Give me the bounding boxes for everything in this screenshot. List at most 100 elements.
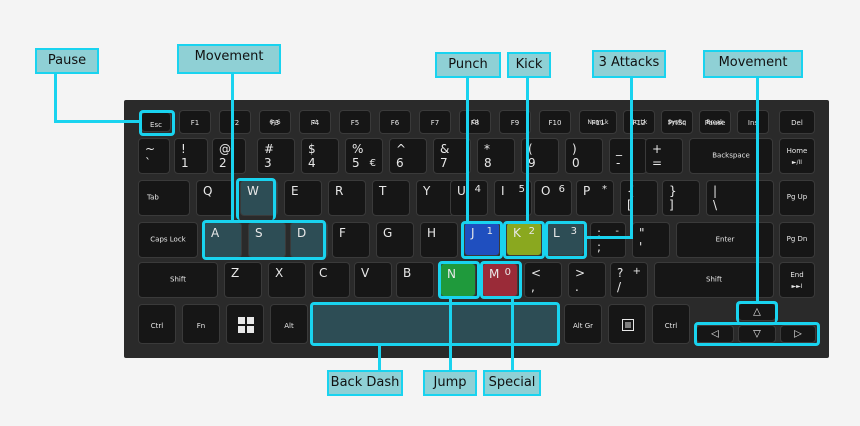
key-comma: <, xyxy=(524,262,562,298)
key-label: E xyxy=(291,184,299,198)
key-label: ( xyxy=(528,142,533,156)
key-f7: F7 xyxy=(419,110,451,134)
key-f1: F1 xyxy=(179,110,211,134)
key-label: Home xyxy=(786,147,808,155)
key-sublabel: 2 xyxy=(528,226,535,237)
key-label: V xyxy=(361,266,370,280)
key-z: Z xyxy=(224,262,262,298)
key-label: 1 xyxy=(181,156,189,170)
key-label: S xyxy=(255,226,263,240)
key-label: , xyxy=(531,280,535,294)
key-label: P xyxy=(583,184,591,198)
label-3-attacks: 3 Attacks xyxy=(592,50,666,78)
key-b: B xyxy=(396,262,434,298)
key-7: &7 xyxy=(433,138,471,174)
key-space xyxy=(312,304,558,344)
key-s: S xyxy=(248,222,286,258)
highlight-wasd xyxy=(236,178,276,220)
highlight-m xyxy=(480,261,522,299)
key-sublabel: 6y6 xyxy=(269,119,281,126)
key-f10: F10 xyxy=(539,110,571,134)
key-4: $4 xyxy=(301,138,339,174)
key-label: 8 xyxy=(484,156,492,170)
key-pgup: Pg Up xyxy=(779,180,815,216)
key-f: F xyxy=(332,222,370,258)
movement-left-leader xyxy=(231,74,234,220)
key-label: Q xyxy=(203,184,213,198)
key-label: M xyxy=(489,267,500,281)
key-label: B xyxy=(403,266,412,280)
key-label: F9 xyxy=(510,119,520,127)
back-dash-leader xyxy=(378,346,381,370)
key-windows xyxy=(226,304,264,344)
key-fn: Fn xyxy=(182,304,220,344)
key-f5: F5 xyxy=(339,110,371,134)
key-caps-lock: Caps Lock xyxy=(138,222,198,258)
key-label: 5 xyxy=(352,156,360,170)
key-y: Y xyxy=(416,180,454,216)
key-sublabel: 1 xyxy=(486,226,493,237)
key-sublabel: 5 xyxy=(518,184,525,195)
key-label: F3 xyxy=(270,119,280,127)
key-label: Pg Up xyxy=(786,193,808,201)
key-sublabel: € xyxy=(369,158,376,169)
key-label: F2 xyxy=(230,119,240,127)
key-semicolon: :;- xyxy=(590,222,626,258)
key-label: PrtSc xyxy=(667,119,686,127)
key-label: - xyxy=(616,156,621,170)
highlight-arrow-up xyxy=(736,301,778,323)
key-f9: F9 xyxy=(499,110,531,134)
key-sublabel: + xyxy=(632,266,641,277)
key-label: X xyxy=(275,266,284,280)
key-minus: _- xyxy=(609,138,647,174)
key-label: \ xyxy=(713,198,718,212)
key-label: 0 xyxy=(572,156,580,170)
key-3: #3 xyxy=(257,138,295,174)
key-backslash: |\ xyxy=(706,180,774,216)
key-equals: += xyxy=(645,138,683,174)
key-t: T xyxy=(372,180,410,216)
label-jump: Jump xyxy=(423,370,477,396)
key-label: F11 xyxy=(591,119,605,127)
highlight-esc xyxy=(139,110,175,136)
key-sublabel: 6 xyxy=(558,184,565,195)
key-label: L xyxy=(553,226,560,240)
key-label: Backspace xyxy=(712,151,750,160)
key-label: } xyxy=(669,184,677,198)
highlight-l xyxy=(545,221,587,259)
key-label: A xyxy=(211,226,220,240)
key-label: J xyxy=(471,226,475,240)
punch-leader xyxy=(466,78,469,222)
key-label: $ xyxy=(308,142,316,156)
key-c: C xyxy=(312,262,350,298)
label-punch: Punch xyxy=(435,52,501,78)
key-shift-right: Shift xyxy=(654,262,774,298)
arrow-down-icon: ▽ xyxy=(753,328,761,340)
key-label: D xyxy=(297,226,307,240)
highlight-space xyxy=(310,302,560,346)
key-6: ^6 xyxy=(389,138,427,174)
key-period: >. xyxy=(568,262,606,298)
key-label: C xyxy=(319,266,328,280)
key-label: Fn xyxy=(196,322,206,330)
key-label: Caps Lock xyxy=(150,235,186,244)
key-ctrl-left: Ctrl xyxy=(138,304,176,344)
key-label: Pause xyxy=(704,119,726,127)
key-label: F5 xyxy=(350,119,360,127)
key-label: F12 xyxy=(632,119,646,127)
key-label: : xyxy=(597,226,602,240)
key-label: W xyxy=(247,184,259,198)
label-movement-left: Movement xyxy=(177,44,281,74)
key-sublabel: ►►I xyxy=(791,283,803,290)
arrow-left-icon: ◁ xyxy=(711,328,719,340)
key-label: 6 xyxy=(396,156,404,170)
key-8: *8 xyxy=(477,138,515,174)
key-backspace: Backspace xyxy=(689,138,773,174)
key-f2: F2 xyxy=(219,110,251,134)
